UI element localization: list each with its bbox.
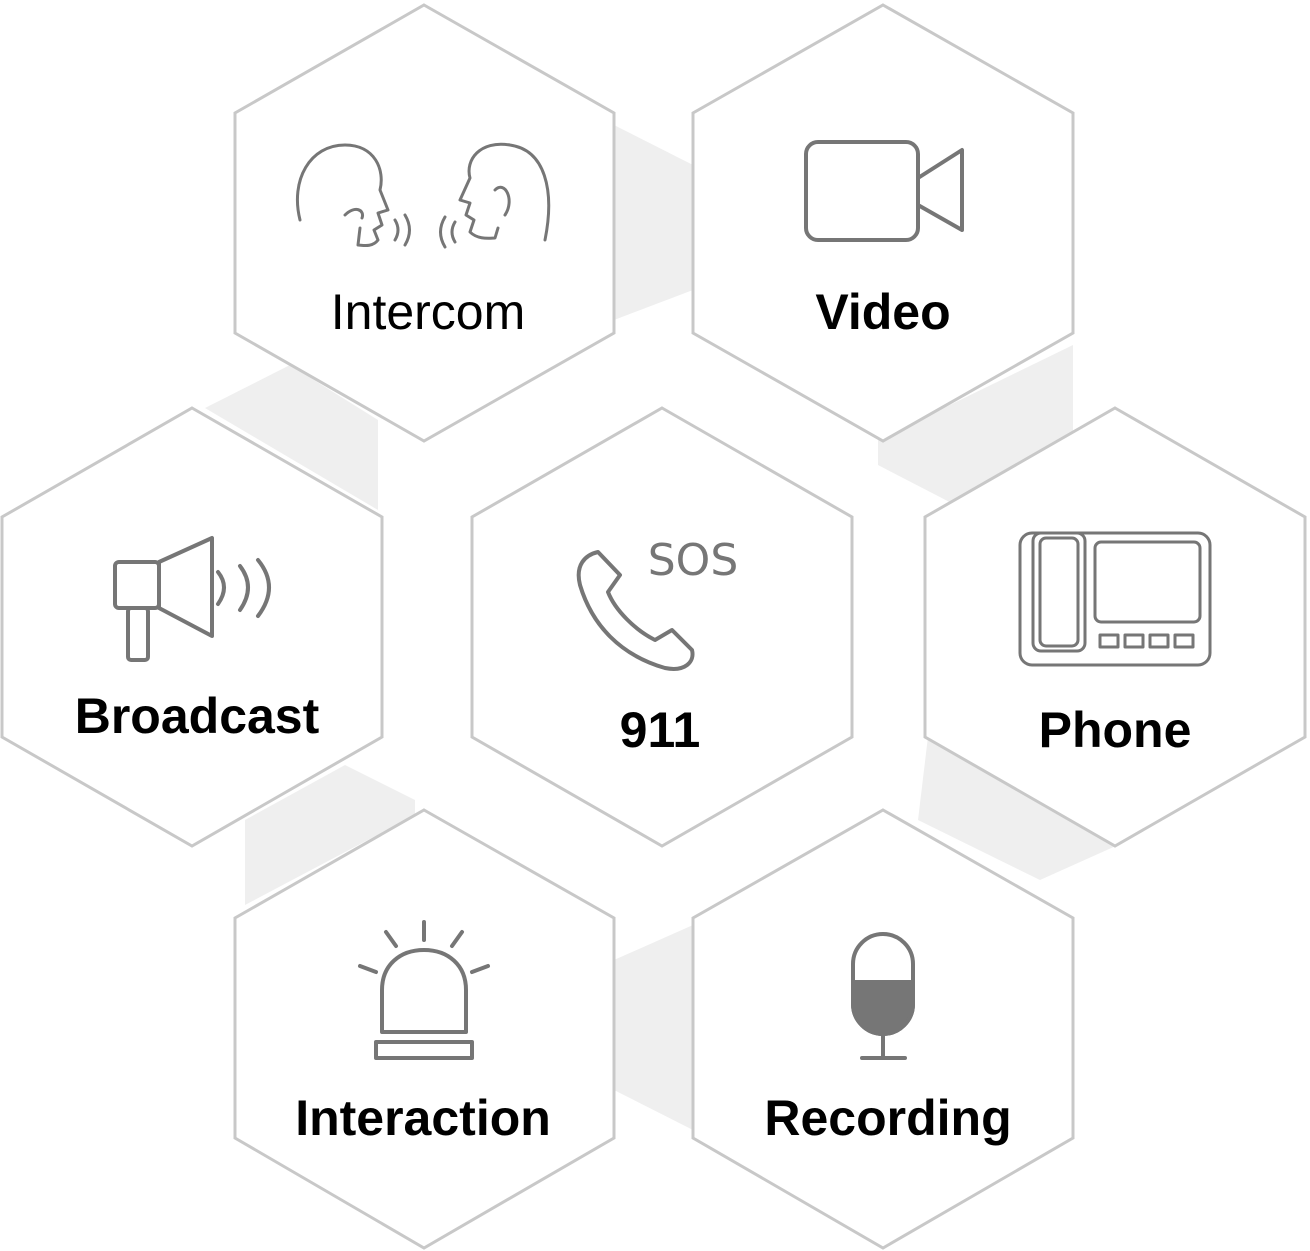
alarm-light-icon [358,920,490,1060]
label-phone: Phone [1038,702,1192,758]
hexagon-phone [923,406,1307,848]
label-broadcast: Broadcast [74,688,320,744]
microphone-icon [851,932,915,1060]
label-recording: Recording [764,1090,1012,1146]
label-intercom: Intercom [330,284,526,340]
hexagons [0,3,1307,1250]
hexagon-video [691,3,1075,443]
hexagon-intercom [233,3,616,443]
megaphone-icon [113,536,271,662]
desk-phone-icon [1018,531,1212,667]
video-camera-icon [804,140,964,242]
label-interaction: Interaction [295,1090,551,1146]
two-heads-talking-icon [295,142,551,249]
hexagon-interaction [233,808,616,1250]
hexagon-911 [470,406,854,848]
sos-icon-text: SOS [648,535,739,586]
phone-sos-icon [576,550,695,671]
label-video: Video [815,284,951,340]
label-911: 911 [619,702,701,758]
